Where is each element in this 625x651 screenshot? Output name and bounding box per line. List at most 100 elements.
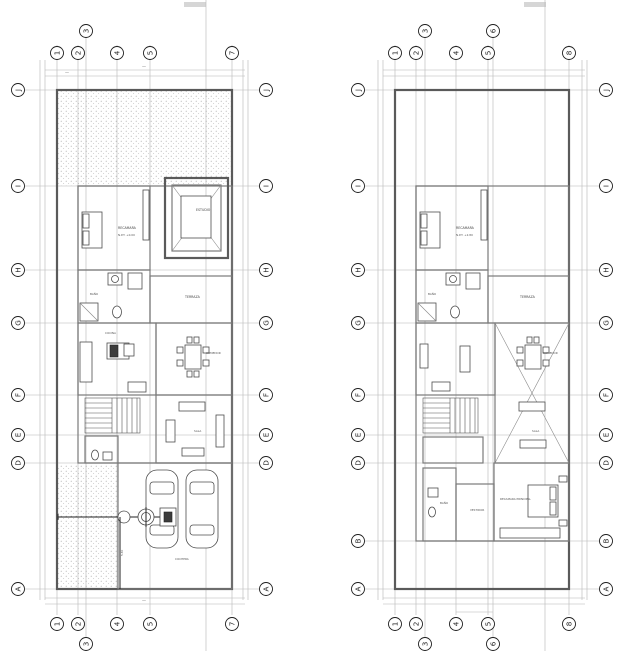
axis-label: 4 [113,50,122,55]
right-dining-table [524,344,542,370]
axis-label: B [602,538,611,543]
axis-label: G [354,320,363,326]
axis-label: F [14,393,23,397]
axis-label: 5 [484,51,493,56]
left-rear-garden [58,91,232,186]
room-label-recamara: RECAMARA [118,226,137,230]
left-chair [193,370,200,378]
right-nightstand [558,475,568,483]
left-study-inner [171,184,222,252]
left-chair [176,359,184,367]
axis-label: 3 [421,29,430,34]
dim-text: — [65,70,69,75]
room-label-vestidor: VESTIDOR [470,508,484,512]
left-powder-toilet [91,449,99,461]
left-sink-basin [111,275,119,283]
axis-label: A [14,586,23,591]
right-chair [533,336,540,344]
right-nightstand-2 [558,519,568,527]
axis-label: D [354,460,363,466]
axis-label: I [14,185,23,187]
left-chair [176,346,184,354]
axis-label: 7 [228,622,237,627]
axis-label: 4 [452,50,461,55]
axis-label: 6 [489,641,498,646]
axis-label: F [262,393,271,397]
axis-label: 3 [82,29,91,34]
room-label-cochera: COCHERA [175,557,189,561]
room-label-recamara-principal: RECAMARA PRINCIPAL [500,497,531,501]
axis-label: 7 [228,51,237,56]
axis-label: 3 [421,642,430,647]
axis-label: H [14,267,23,272]
left-kitchen-bar [127,381,147,393]
left-bed-pillow [82,213,90,229]
room-label-comedor: COMEDOR [543,351,558,355]
left-top-axis-bubbles: 1 2 3 4 5 7 [50,24,239,60]
left-section-cut: 5.30 [57,507,177,589]
right-rug [519,439,547,449]
right-bath-2-sink [427,487,439,498]
right-top-axis-bubbles: 1 2 3 4 5 6 8 [388,24,576,60]
right-bed-pillow-2 [420,230,428,246]
left-bottom-axis-bubbles: 1 2 3 4 5 7 [50,617,239,651]
axis-label: 5 [146,51,155,56]
axis-label: G [14,320,23,326]
room-label-estudio: ESTUDIO [196,208,211,212]
left-armchair [165,419,176,443]
axis-label: 4 [452,621,461,626]
left-garage: COCHERA [117,462,233,590]
right-shower-diag [417,302,437,322]
axis-label: D [602,460,611,466]
axis-label: 2 [74,51,83,56]
right-chair [526,336,533,344]
right-master-pillow-2 [549,501,557,516]
left-tv-unit [215,414,225,448]
axis-label: 2 [412,51,421,56]
car-windshield [189,481,215,495]
right-master-bedroom [493,462,570,542]
left-kitchen-counter [79,341,93,383]
axis-label: 4 [113,621,122,626]
axis-label: 1 [391,51,400,56]
axis-label: 1 [53,622,62,627]
top-mark-left [184,2,206,7]
left-front-garden [58,464,118,588]
left-powder-sink [102,451,113,461]
left-dining-table [184,344,202,370]
axis-label: 1 [391,622,400,627]
right-closet [480,189,488,241]
right-chair [542,359,550,367]
cut-dimension: 5.30 [120,550,124,556]
left-chair [186,336,193,344]
right-bed-pillow [420,213,428,229]
room-label-bano: BAÑO [428,291,437,296]
car-rear-window [149,524,175,536]
right-bath-2-toilet [428,506,436,518]
left-terrace [149,275,233,324]
right-void-diag-2 [494,322,570,464]
axis-label: I [262,185,271,187]
axis-label: H [602,267,611,272]
left-study-core [180,195,212,239]
left-powder-room [84,435,119,464]
axis-label: 1 [53,51,62,56]
axis-label: H [354,267,363,272]
right-chair [516,359,524,367]
axis-label: A [354,586,363,591]
axis-label: A [602,586,611,591]
left-vanity [127,272,143,290]
right-row-gridlines [365,69,600,613]
room-label-terraza: TERRAZA [519,295,536,299]
axis-label: E [354,432,363,437]
axis-label: I [354,185,363,187]
axis-label: D [14,460,23,466]
room-label-sala: SALA [194,429,201,433]
right-armchair [431,381,451,392]
right-terrace [487,275,570,324]
axis-label: 3 [82,642,91,647]
left-floor-plan: — — — RECAMARA N.P.T. +0.00 E [11,0,273,651]
left-toilet [112,305,122,319]
axis-label: F [602,393,611,397]
